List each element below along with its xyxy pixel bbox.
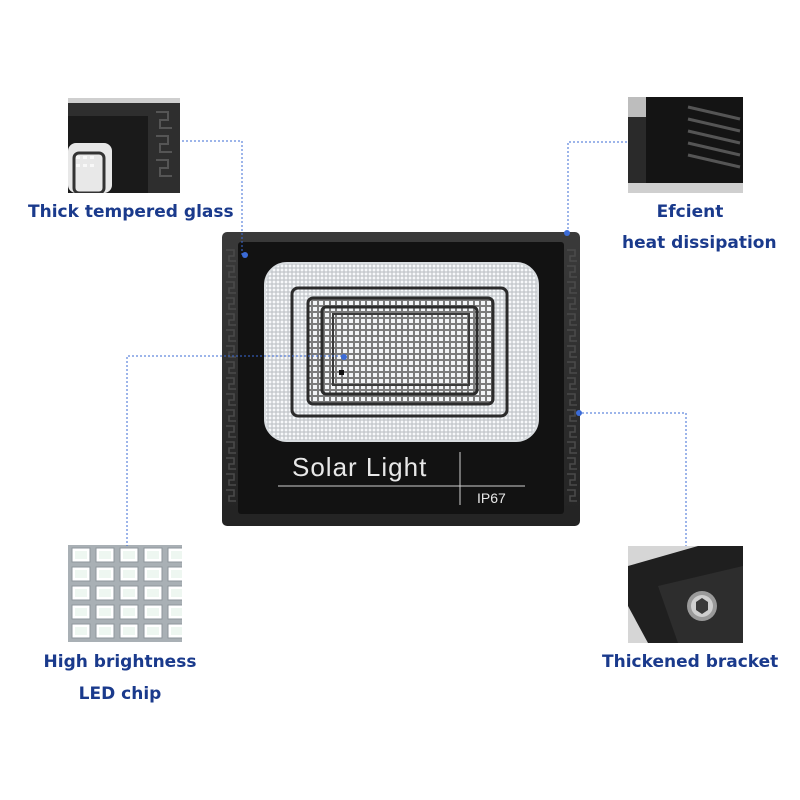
tempered-glass-thumbnail <box>68 98 180 193</box>
tempered-glass-label: Thick tempered glass <box>28 202 234 222</box>
bracket-thumbnail <box>628 546 743 643</box>
thickened-bracket-label: Thickened bracket <box>602 652 779 672</box>
high-brightness-label-line2: LED chip <box>78 684 162 704</box>
led-chip-thumbnail <box>68 545 182 642</box>
high-brightness-label-line1: High brightness <box>43 652 197 672</box>
heat-dissipation-thumbnail <box>628 97 743 193</box>
ip67-rating-text: IP67 <box>477 490 506 506</box>
heat-dissipation-label-line1: Efcient <box>656 202 724 222</box>
solar-light-logo-text: Solar Light <box>292 452 427 482</box>
heat-dissipation-label-line2: heat dissipation <box>622 233 777 253</box>
